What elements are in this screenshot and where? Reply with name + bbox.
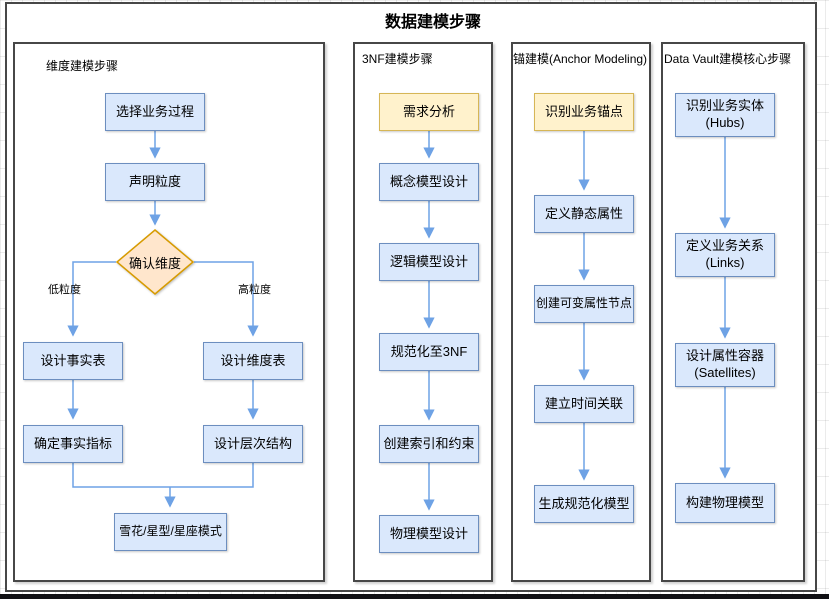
branch-label-high-grain: 高粒度 — [238, 284, 271, 296]
node-build-time-relations: 建立时间关联 — [534, 385, 634, 423]
node-design-satellites: 设计属性容器 (Satellites) — [675, 343, 775, 387]
node-design-hierarchy: 设计层次结构 — [203, 425, 303, 463]
diagram-title: 数据建模步骤 — [384, 14, 482, 31]
node-logical-model: 逻辑模型设计 — [379, 243, 479, 281]
group-3nf-modeling — [353, 42, 493, 582]
group-label-3nf: 3NF建模步骤 — [362, 52, 433, 66]
node-normalize-3nf: 规范化至3NF — [379, 333, 479, 371]
node-design-dimension-table: 设计维度表 — [203, 342, 303, 380]
branch-label-low-grain: 低粒度 — [48, 284, 81, 296]
group-label-anchor: 锚建模(Anchor Modeling) — [513, 52, 648, 66]
node-generate-normalized-model: 生成规范化模型 — [534, 485, 634, 523]
node-identify-anchors: 识别业务锚点 — [534, 93, 634, 131]
node-define-static-attributes: 定义静态属性 — [534, 195, 634, 233]
node-identify-hubs: 识别业务实体 (Hubs) — [675, 93, 775, 137]
node-design-fact-table: 设计事实表 — [23, 342, 123, 380]
node-requirement-analysis: 需求分析 — [379, 93, 479, 131]
node-define-links: 定义业务关系 (Links) — [675, 233, 775, 277]
node-build-physical-model: 构建物理模型 — [675, 483, 775, 523]
group-dimensional-modeling — [13, 42, 325, 582]
window-bottom-edge — [0, 594, 829, 599]
node-confirm-fact-metrics: 确定事实指标 — [23, 425, 123, 463]
node-schema-pattern: 雪花/星型/星座模式 — [114, 513, 227, 551]
node-physical-model: 物理模型设计 — [379, 515, 479, 553]
node-create-indexes-constraints: 创建索引和约束 — [379, 425, 479, 463]
node-conceptual-model: 概念模型设计 — [379, 163, 479, 201]
group-label-data-vault: Data Vault建模核心步骤 — [664, 52, 792, 66]
node-confirm-dimensions-label: 确认维度 — [128, 255, 181, 271]
node-create-mutable-attribute-nodes: 创建可变属性节点 — [534, 285, 634, 323]
node-declare-grain: 声明粒度 — [105, 163, 205, 201]
group-label-dimensional: 维度建模步骤 — [46, 59, 119, 73]
node-select-business-process: 选择业务过程 — [105, 93, 205, 131]
